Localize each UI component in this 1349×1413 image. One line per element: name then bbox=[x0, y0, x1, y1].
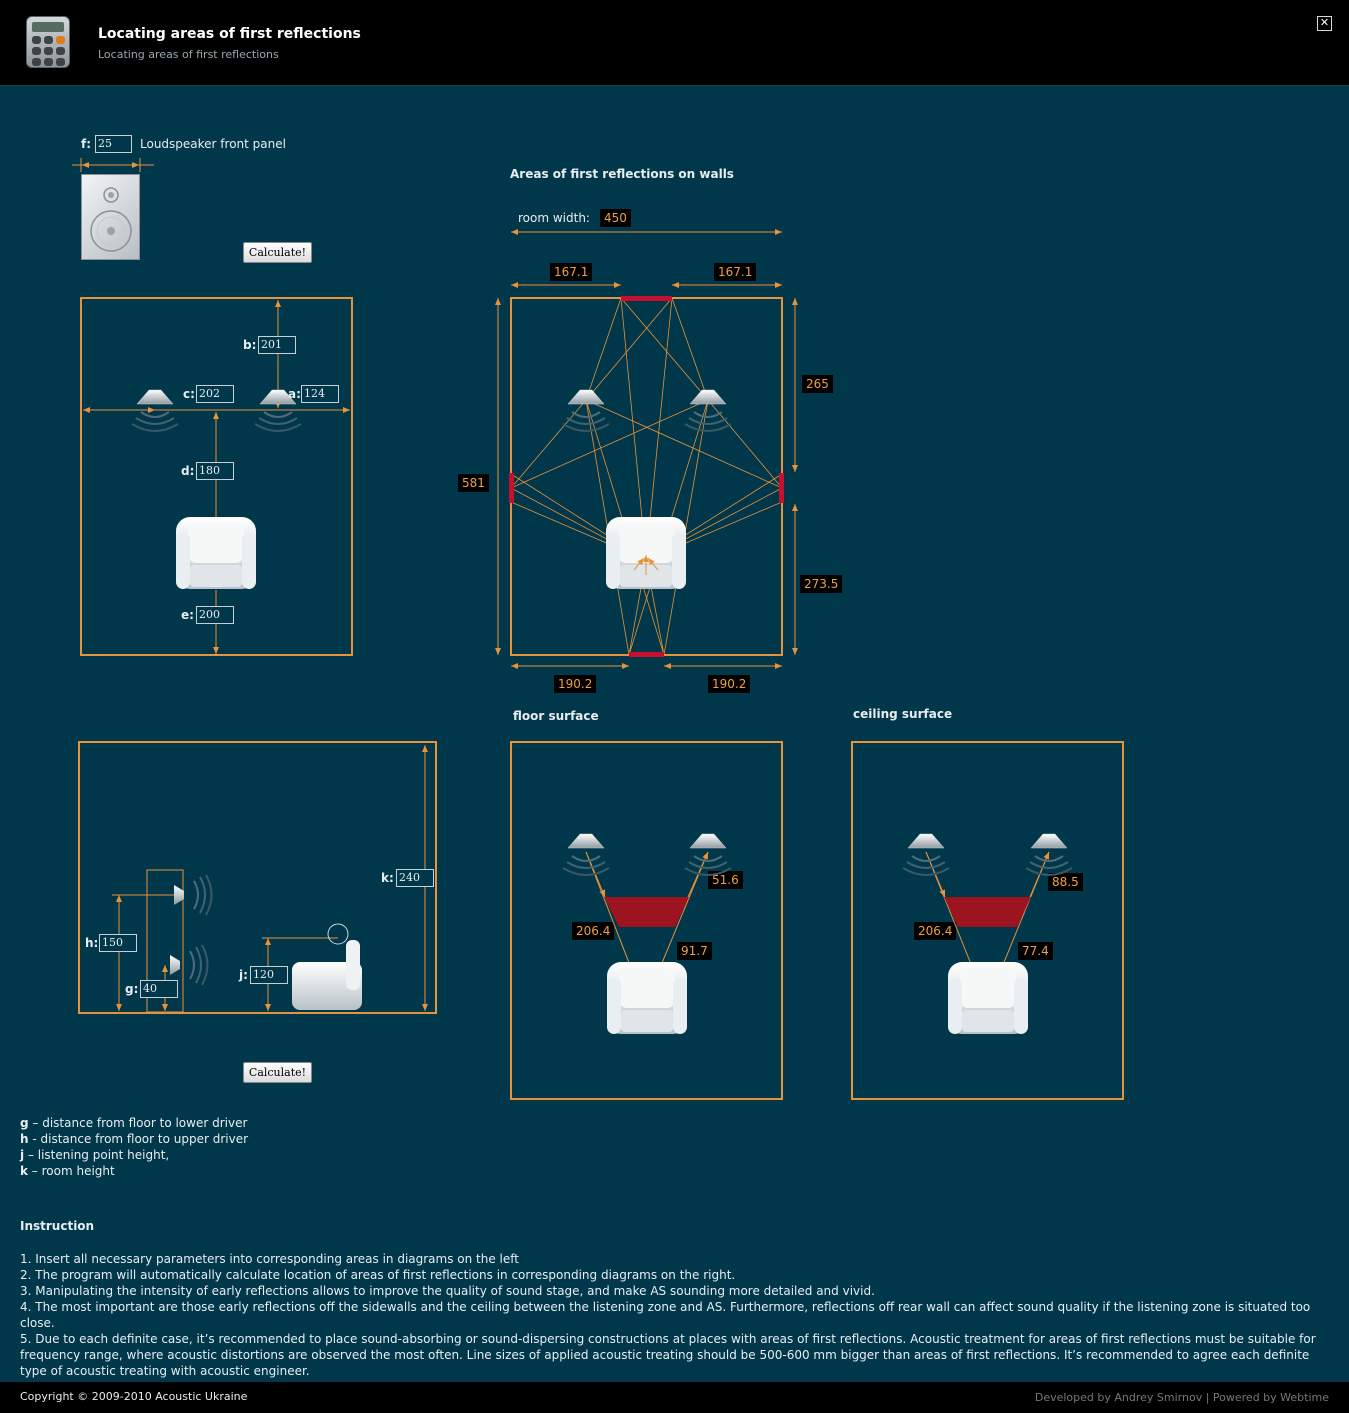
calculate-button-top[interactable]: Calculate! bbox=[243, 242, 312, 263]
ceiling-lower-value: 77.4 bbox=[1018, 942, 1053, 960]
legend-item: g – distance from floor to lower driver bbox=[20, 1116, 248, 1130]
h-input[interactable]: 150 bbox=[99, 934, 137, 952]
page-title: Locating areas of first reflections bbox=[98, 26, 361, 42]
instruction-item: 2. The program will automatically calcul… bbox=[20, 1268, 736, 1282]
e-label: e: bbox=[181, 608, 194, 622]
instruction-item: 1. Insert all necessary parameters into … bbox=[20, 1252, 519, 1266]
legend-item: j – listening point height, bbox=[20, 1148, 170, 1162]
legend-item: k – room height bbox=[20, 1164, 115, 1178]
walls-top-left-value: 167.1 bbox=[550, 263, 593, 281]
c-label: c: bbox=[183, 387, 195, 401]
ceiling-title: ceiling surface bbox=[853, 707, 953, 721]
copyright: Copyright © 2009-2010 Acoustic Ukraine bbox=[20, 1390, 248, 1403]
room-length-value: 581 bbox=[458, 474, 489, 492]
b-label: b: bbox=[243, 338, 257, 352]
walls-right-upper-value: 265 bbox=[802, 375, 833, 393]
j-input[interactable]: 120 bbox=[250, 966, 288, 984]
floor-left-value: 206.4 bbox=[572, 922, 615, 940]
f-label: f: bbox=[81, 137, 92, 151]
walls-title: Areas of first reflections on walls bbox=[510, 167, 734, 181]
room-width-label: room width: bbox=[518, 211, 590, 225]
g-label: g: bbox=[125, 982, 139, 996]
b-input[interactable]: 201 bbox=[258, 336, 296, 354]
walls-plan-box bbox=[510, 297, 783, 656]
page-subtitle: Locating areas of first reflections bbox=[98, 48, 279, 61]
g-input[interactable]: 40 bbox=[140, 980, 178, 998]
calculate-button-bottom[interactable]: Calculate! bbox=[243, 1062, 312, 1083]
h-label: h: bbox=[85, 936, 99, 950]
ceiling-left-value: 206.4 bbox=[914, 922, 957, 940]
walls-bottom-left-value: 190.2 bbox=[554, 675, 597, 693]
developer-credit[interactable]: Developed by Andrey Smirnov | Powered by… bbox=[1034, 1391, 1329, 1404]
armchair-icon bbox=[176, 517, 256, 589]
floor-lower-value: 91.7 bbox=[677, 942, 712, 960]
instruction-item: 5. Due to each definite case, it’s recom… bbox=[20, 1332, 1316, 1378]
e-input[interactable]: 200 bbox=[196, 606, 234, 624]
floor-upper-value: 51.6 bbox=[708, 871, 743, 889]
loudspeaker-front-panel-image bbox=[81, 174, 140, 260]
d-input[interactable]: 180 bbox=[196, 462, 234, 480]
room-width-value: 450 bbox=[600, 209, 631, 227]
f-input[interactable]: 25 bbox=[95, 135, 132, 153]
close-icon[interactable]: ✕ bbox=[1317, 16, 1332, 31]
instruction-item: 3. Manipulating the intensity of early r… bbox=[20, 1284, 875, 1298]
walls-right-lower-value: 273.5 bbox=[800, 575, 843, 593]
f-caption: Loudspeaker front panel bbox=[140, 137, 286, 151]
instruction-item: 4. The most important are those early re… bbox=[20, 1300, 1311, 1330]
legend-item: h - distance from floor to upper driver bbox=[20, 1132, 249, 1146]
instruction-list: 1. Insert all necessary parameters into … bbox=[20, 1251, 1330, 1379]
k-input[interactable]: 240 bbox=[396, 869, 434, 887]
floor-title: floor surface bbox=[513, 709, 599, 723]
footer: Copyright © 2009-2010 Acoustic Ukraine D… bbox=[0, 1382, 1349, 1413]
header: Locating areas of first reflections Loca… bbox=[0, 0, 1349, 86]
calculator-icon bbox=[26, 16, 70, 68]
a-input[interactable]: 124 bbox=[301, 385, 339, 403]
d-label: d: bbox=[181, 464, 195, 478]
legend: g – distance from floor to lower driver … bbox=[20, 1115, 248, 1179]
instruction-title: Instruction bbox=[20, 1219, 95, 1233]
walls-top-right-value: 167.1 bbox=[714, 263, 757, 281]
c-input[interactable]: 202 bbox=[196, 385, 234, 403]
a-label: a: bbox=[288, 387, 301, 401]
ceiling-upper-value: 88.5 bbox=[1048, 873, 1083, 891]
j-label: j: bbox=[239, 968, 248, 982]
walls-bottom-right-value: 190.2 bbox=[708, 675, 751, 693]
loudspeaker-icon bbox=[90, 187, 132, 252]
k-label: k: bbox=[381, 871, 394, 885]
